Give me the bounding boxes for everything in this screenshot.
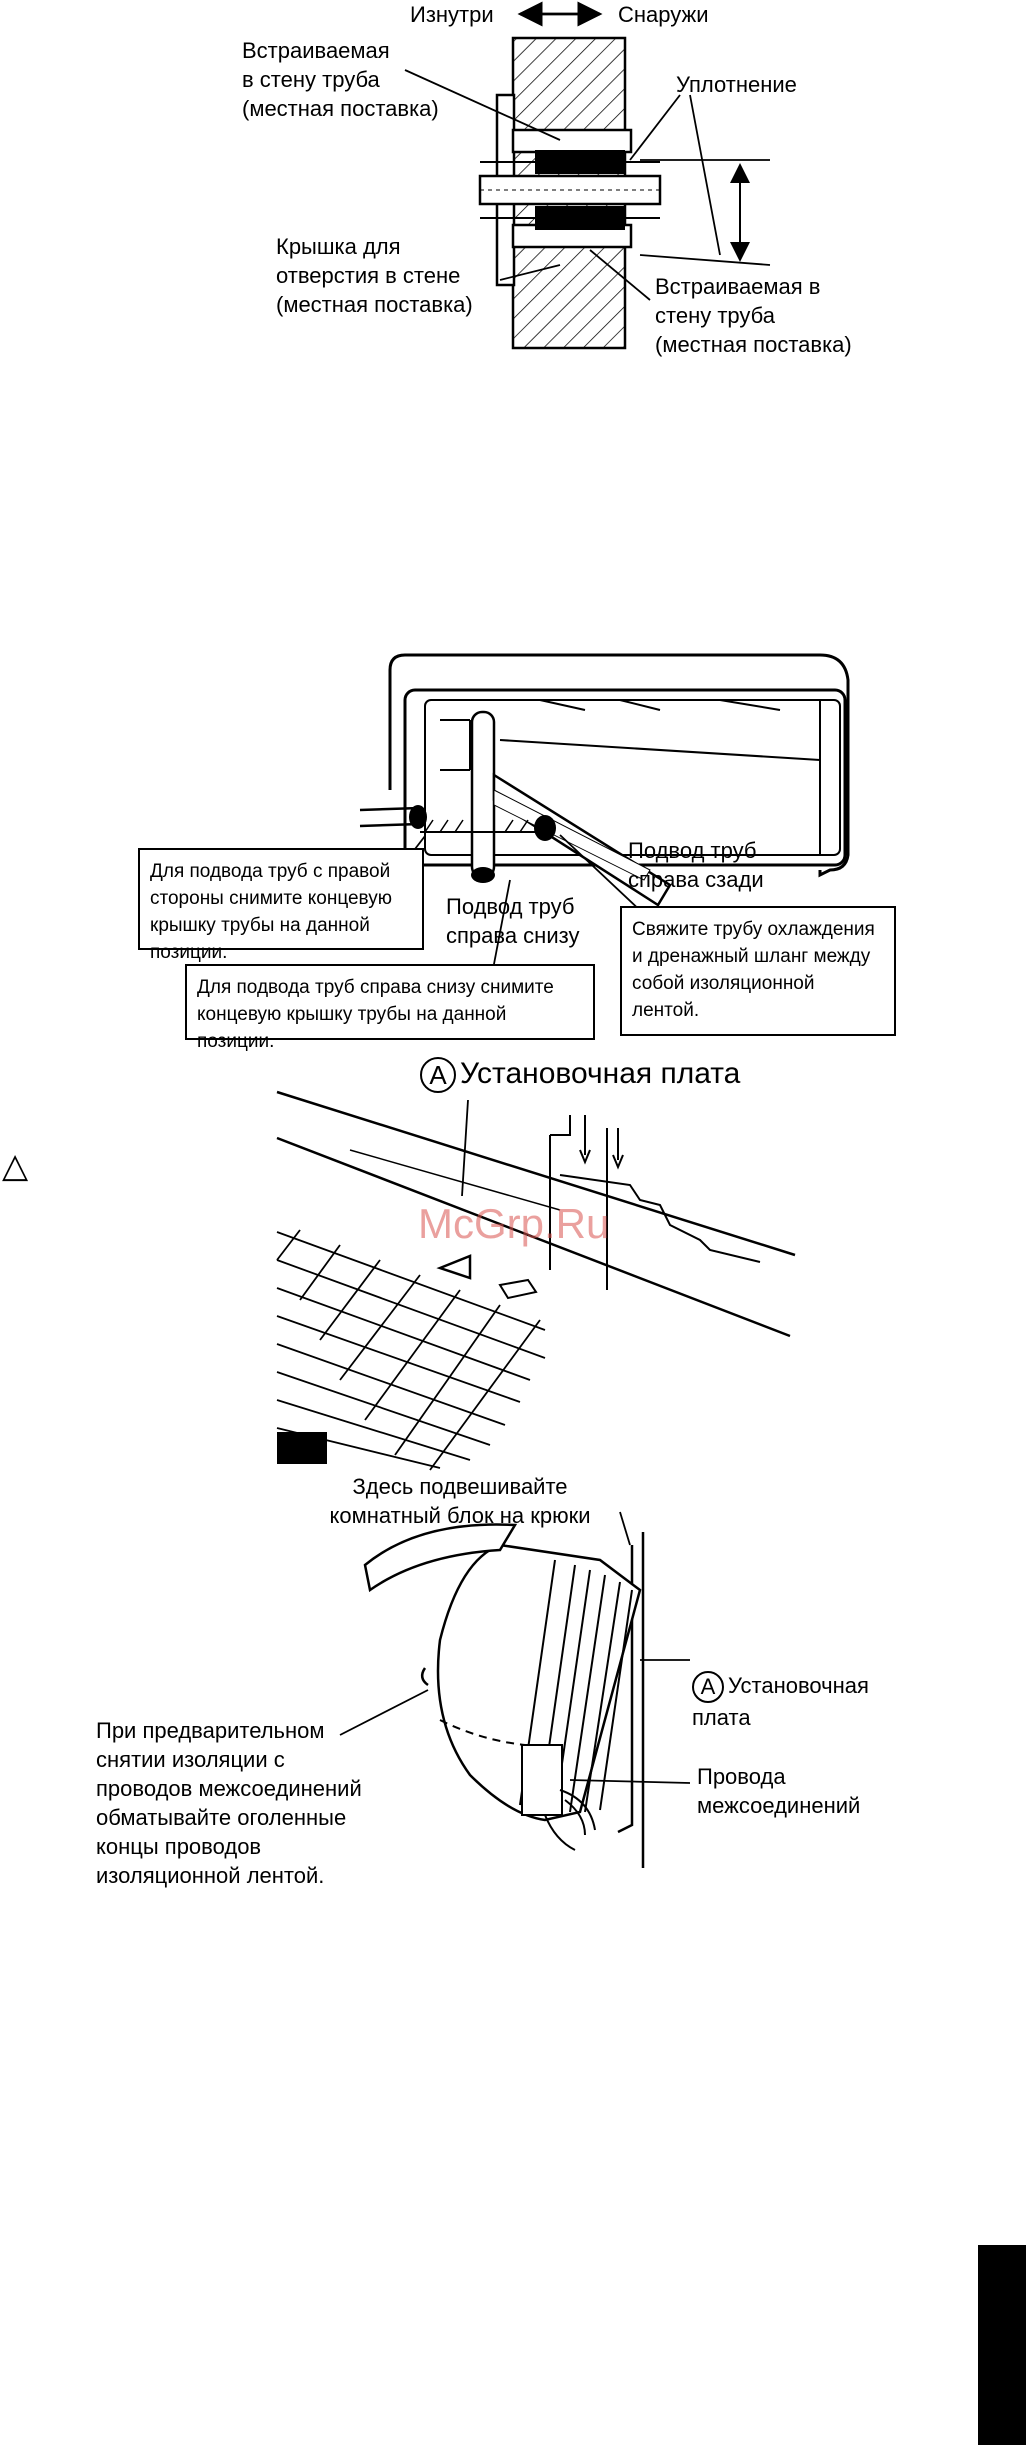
wires-label: Провода межсоединений bbox=[697, 1764, 861, 1818]
marker-a-small-circle: A bbox=[692, 1671, 724, 1704]
tie-note: Свяжите трубу охлаждения и дренажный шла… bbox=[620, 906, 896, 1036]
inside-label: Изнутри bbox=[410, 2, 494, 27]
watermark: McGrp.Ru bbox=[418, 1200, 610, 1247]
bottom-note: Для подвода труб справа снизу снимите ко… bbox=[185, 964, 595, 1052]
installation-plate-title-text: Установочная плата bbox=[460, 1057, 741, 1090]
embedded-pipe-top-label: Встраиваемая в стену труба (местная пост… bbox=[242, 38, 439, 121]
plate-label-text: Установочная плата bbox=[692, 1673, 869, 1731]
seal-label: Уплотнение bbox=[676, 72, 797, 97]
left-triangle-symbol: △ bbox=[2, 1146, 29, 1186]
marker-a-circle: A bbox=[420, 1057, 456, 1094]
right-side-note: Для подвода труб с правой стороны снимит… bbox=[138, 848, 424, 963]
insulation-note: При предварительном снятии изоляции с пр… bbox=[96, 1718, 362, 1888]
wall-cover-label: Крышка для отверстия в стене (местная по… bbox=[276, 234, 473, 317]
hang-note: Здесь подвешивайте комнатный блок на крю… bbox=[329, 1474, 591, 1528]
outside-label: Снаружи bbox=[618, 2, 709, 27]
page-side-tab bbox=[978, 2245, 1026, 2445]
embedded-pipe-bottom-label: Встраиваемая в стену труба (местная пост… bbox=[655, 274, 852, 357]
bottom-right-label: Подвод труб справа снизу bbox=[446, 894, 580, 948]
rear-right-label: Подвод труб справа сзади bbox=[628, 838, 764, 892]
